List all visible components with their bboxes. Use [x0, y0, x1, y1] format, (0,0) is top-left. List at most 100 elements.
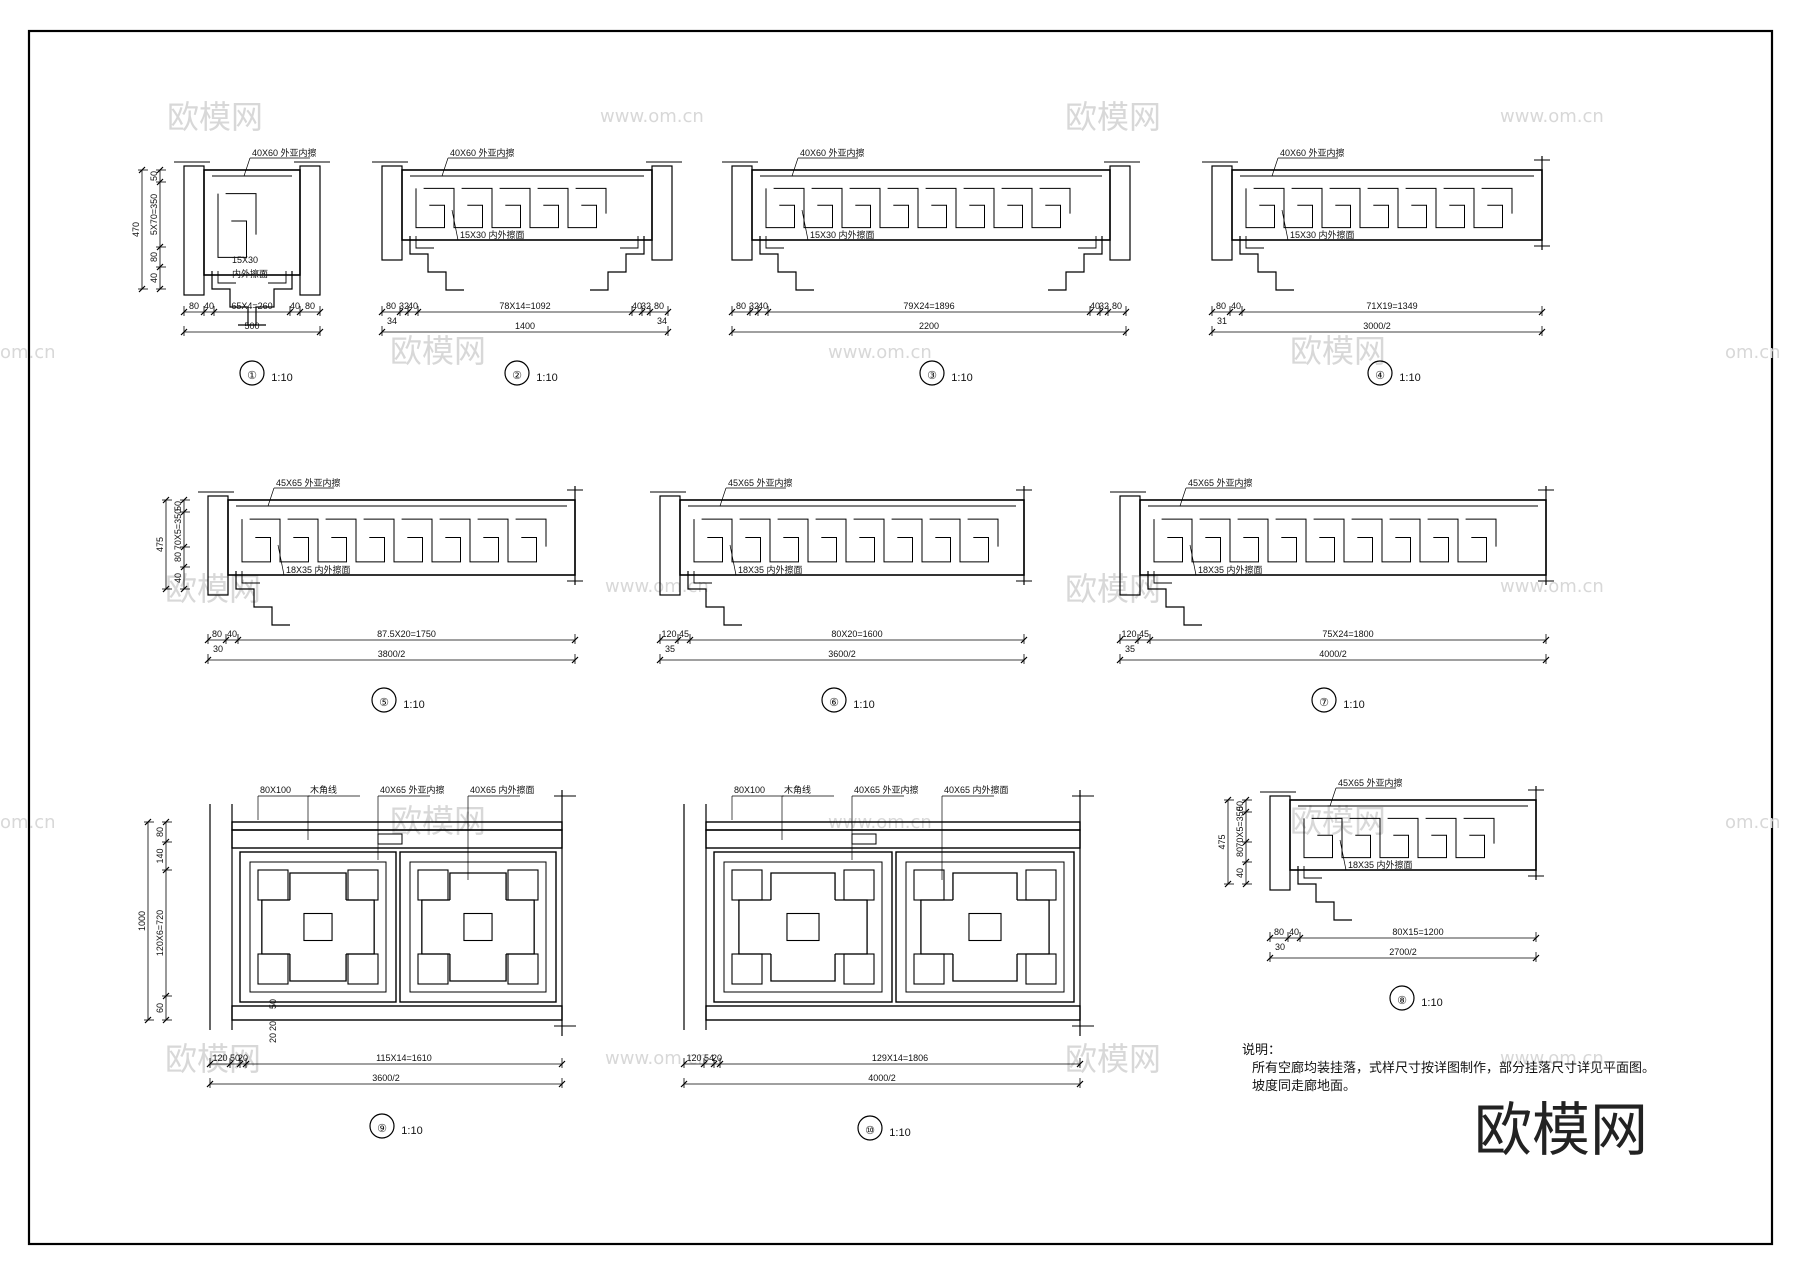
drawing-line [156, 263, 164, 271]
drawing-line [1284, 934, 1292, 942]
drawing-line [242, 1060, 250, 1068]
dimension-text: 2700/2 [1389, 947, 1417, 957]
drawing-rect [417, 953, 449, 985]
detail-number: ② [512, 370, 522, 382]
detail-number-circle [857, 1115, 883, 1141]
drawing-line [451, 209, 459, 241]
dimension-text: 115X14=1610 [376, 1053, 432, 1063]
fretwork-line [1305, 519, 1335, 563]
fretwork-line [1457, 519, 1487, 563]
drawing-rect [203, 169, 301, 276]
detail-number-circle [1367, 360, 1393, 386]
dimension-text: 4000/2 [868, 1073, 896, 1083]
watermark-brand: 欧模网 [167, 98, 263, 136]
drawing-rect [1025, 953, 1057, 985]
drawing-rect [303, 912, 333, 942]
drawing-line [1329, 787, 1337, 807]
drawing-rect [786, 912, 820, 942]
fretwork-line [917, 188, 947, 229]
dimension-text: 50 [230, 1053, 240, 1063]
drawing-rect [231, 829, 563, 849]
drawing-line [1104, 308, 1112, 316]
drawing-rect [239, 851, 397, 1003]
callout-text: 18X35 内外擦面 [1198, 564, 1263, 575]
fretwork-line [1425, 817, 1457, 844]
drawing-line [200, 308, 208, 316]
dimension-text: 80X20=1600 [831, 629, 882, 639]
drawing-line [277, 544, 285, 576]
detail-number: ⑤ [379, 697, 389, 709]
drawing-line [716, 1060, 724, 1068]
fretwork-line [1341, 818, 1371, 859]
fretwork-line [1397, 188, 1427, 229]
dimension-text: 34 [387, 316, 397, 326]
drawing-rect [651, 165, 673, 261]
fretwork-line [325, 518, 357, 547]
drawing-rect [299, 165, 321, 296]
fretwork-line [620, 236, 639, 249]
callout-text: 18X35 内外擦面 [1348, 859, 1413, 870]
watermark-site: www.om.cn [600, 106, 704, 127]
dimension-text: 80X15=1200 [1392, 927, 1443, 937]
dimension-text: 40 [149, 273, 159, 283]
drawing-line [1266, 954, 1274, 962]
fretwork-line [590, 236, 645, 291]
callout-text: 40X60 外亚内擦 [252, 147, 317, 158]
watermark-brand: 欧模网 [390, 332, 486, 370]
fretwork-line [421, 899, 450, 955]
drawing-line [210, 308, 218, 316]
drawing-line [316, 308, 324, 316]
drawing-line [156, 243, 164, 251]
fretwork-line [241, 571, 260, 584]
fretwork-line [1351, 518, 1383, 547]
drawing-line [441, 157, 449, 177]
fretwork-line [1435, 188, 1465, 229]
fretwork-line [1367, 187, 1399, 214]
drawing-rect [723, 861, 883, 993]
fretwork-line [815, 518, 847, 547]
dimension-text: 71X19=1349 [1366, 301, 1417, 311]
fretwork-line [1389, 518, 1421, 547]
dimension-text: 50 [1235, 801, 1245, 811]
drawing-rect [183, 165, 205, 296]
drawing-line [144, 818, 152, 826]
detail-scale: 1:10 [401, 1125, 422, 1137]
drawing-line [226, 1060, 234, 1068]
detail-scale: 1:10 [1343, 699, 1364, 711]
fretwork-line [1001, 187, 1033, 214]
drawing-line [571, 636, 579, 644]
drawing-line [1122, 308, 1130, 316]
detail-number-circle [821, 687, 847, 713]
drawing-line [180, 308, 188, 316]
drawing-line [1296, 934, 1304, 942]
fretwork-line [1381, 519, 1411, 563]
drawing-rect [731, 953, 763, 985]
drawing-line [801, 209, 809, 241]
fretwork-line [289, 954, 347, 982]
drawing-line [1242, 796, 1250, 804]
dimension-text: 80 [654, 301, 664, 311]
drawing-rect [1231, 169, 1543, 241]
dimension-text: 80 [155, 827, 165, 837]
fretwork-line [1443, 187, 1475, 214]
dimension-text: 5X70=350 [149, 194, 159, 235]
dimension-text: 500 [244, 321, 259, 331]
drawing-line [236, 1060, 244, 1068]
dimension-text: 35 [665, 644, 675, 654]
dimension-text: 31 [1217, 316, 1227, 326]
dimension-text: 475 [155, 537, 165, 552]
dimension-text: 20 [712, 1053, 722, 1063]
detail-number: ⑦ [1319, 697, 1329, 709]
dimension-text: 2200 [919, 321, 939, 331]
fretwork-line [1039, 187, 1071, 214]
dimension-text: 475 [1217, 834, 1227, 849]
detail-number-circle [369, 1113, 395, 1139]
dimension-text: 120 [212, 1053, 227, 1063]
callout-text: 45X65 外亚内擦 [276, 477, 341, 488]
